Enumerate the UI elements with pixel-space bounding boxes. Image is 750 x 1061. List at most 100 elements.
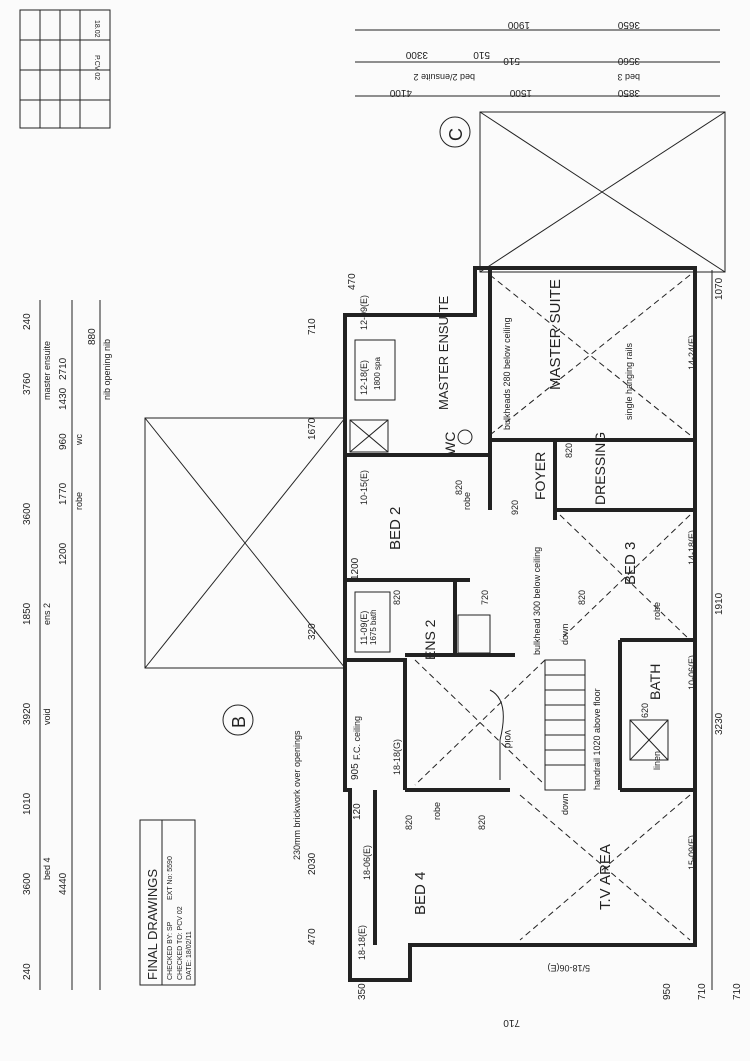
- svg-text:820: 820: [577, 590, 587, 605]
- dim-label: bed 2/ensuite 2: [413, 72, 475, 82]
- dim-text: 2710: [58, 357, 69, 380]
- dim-text: 1200: [58, 542, 69, 565]
- svg-text:B: B: [229, 716, 249, 728]
- svg-text:C: C: [446, 128, 466, 141]
- top-dimensions: 1900 3650 3300 510 510 3560 4100 1500 38…: [355, 19, 720, 98]
- svg-text:1070: 1070: [714, 277, 725, 300]
- dim-text: 240: [22, 963, 33, 980]
- revision-table: P.CV 02 18.02: [19, 9, 111, 129]
- dim-label: nib opening nib: [102, 339, 112, 400]
- svg-text:1200: 1200: [350, 557, 361, 580]
- svg-text:120: 120: [352, 803, 363, 820]
- room-bed2: BED 2: [387, 507, 404, 550]
- room-bed3: BED 3: [622, 542, 639, 585]
- room-foyer: FOYER: [532, 452, 548, 500]
- room-tv-area: T.V AREA: [597, 844, 614, 910]
- svg-text:18-18(G): 18-18(G): [392, 739, 402, 775]
- section-marker-c: C: [439, 116, 471, 148]
- dim-text: 3650: [617, 19, 640, 30]
- svg-text:15-09(E): 15-09(E): [687, 835, 697, 870]
- svg-text:620: 620: [640, 703, 650, 718]
- right-dimensions: 1070 1910 3230 950 710 710: [662, 270, 743, 1000]
- ext-no: EXT No: 5590: [167, 856, 174, 900]
- dim-text: 3760: [22, 372, 33, 395]
- svg-text:5/18-06(E): 5/18-06(E): [547, 963, 590, 973]
- checked-to: CHECKED TO: PCV 02: [177, 906, 184, 980]
- svg-text:820: 820: [477, 815, 487, 830]
- svg-text:12-18(E): 12-18(E): [359, 360, 369, 395]
- room-wc: WC: [442, 432, 458, 455]
- svg-text:710: 710: [697, 983, 708, 1000]
- note-down: down: [560, 623, 570, 645]
- svg-text:14-24(E): 14-24(E): [687, 335, 697, 370]
- svg-text:3230: 3230: [714, 712, 725, 735]
- left-dimensions: 240 3600 1010 3920 1850 3600 3760 240 44…: [22, 300, 112, 990]
- staircase: [489, 659, 586, 791]
- svg-text:10-06(E): 10-06(E): [687, 655, 697, 690]
- room-ens2: ENS 2: [422, 619, 438, 660]
- note-bulkhead-280: bulkheads 280 below ceiling: [502, 317, 512, 430]
- svg-text:950: 950: [662, 983, 673, 1000]
- wc-pan: [457, 429, 473, 445]
- checked-by: CHECKED BY: SP: [167, 921, 174, 980]
- ceiling-lines: [414, 274, 691, 941]
- svg-text:11-09(E): 11-09(E): [359, 611, 369, 645]
- dim-text: 960: [58, 433, 69, 450]
- svg-text:320: 320: [307, 623, 318, 640]
- svg-text:12-09(E): 12-09(E): [359, 295, 369, 330]
- shower-master: [349, 419, 389, 453]
- svg-text:820: 820: [392, 590, 402, 605]
- revision-cell: 18.02: [93, 20, 100, 38]
- svg-text:1675 bath: 1675 bath: [369, 609, 378, 645]
- dim-text: 4440: [58, 872, 69, 895]
- note-fc-ceiling: F.C. ceiling: [352, 716, 362, 760]
- plan-dimensions: 710 470 1670 1200 320 905 120 2030 470 3…: [307, 273, 520, 1028]
- svg-text:1670: 1670: [307, 417, 318, 440]
- svg-text:820: 820: [564, 443, 574, 458]
- svg-text:2030: 2030: [307, 852, 318, 875]
- dim-label: bed 3: [617, 72, 640, 82]
- dim-text: 880: [87, 328, 98, 345]
- note-brickwork: 230mm brickwork over openings: [292, 730, 302, 860]
- dim-text: 3600: [22, 502, 33, 525]
- room-bed4: BED 4: [412, 872, 429, 915]
- drawing-date: DATE: 18/02/11: [186, 931, 193, 980]
- room-master-ensuite: MASTER ENSUITE: [436, 296, 451, 410]
- roof-outline-left: [144, 417, 346, 669]
- dim-text: 3920: [22, 702, 33, 725]
- svg-text:710: 710: [732, 983, 743, 1000]
- svg-text:470: 470: [347, 273, 358, 290]
- svg-text:720: 720: [480, 590, 490, 605]
- dim-text: 510: [503, 55, 520, 66]
- door-widths: 820 820 720 820 920 820 820 820 620: [392, 443, 650, 830]
- shower-ens2: [457, 614, 491, 654]
- dim-text: 1430: [58, 387, 69, 410]
- dim-label: bed 4: [42, 857, 52, 880]
- dim-text: 1010: [22, 792, 33, 815]
- svg-text:710: 710: [503, 1017, 520, 1028]
- svg-text:350: 350: [357, 983, 368, 1000]
- dim-text: 1500: [509, 87, 532, 98]
- svg-text:18-06(E): 18-06(E): [362, 845, 372, 880]
- room-dressing: DRESSING: [592, 432, 608, 505]
- title-block: FINAL DRAWINGS CHECKED BY: SP CHECKED TO…: [139, 819, 196, 986]
- svg-text:18-18(E): 18-18(E): [357, 925, 367, 960]
- svg-text:820: 820: [404, 815, 414, 830]
- roof-outline-top: [479, 111, 726, 273]
- section-marker-b: B: [222, 704, 254, 736]
- plan-walls: [343, 266, 697, 982]
- dim-label: master ensuite: [42, 341, 52, 400]
- note-bulkhead-300: bulkhead 300 below ceiling: [532, 547, 542, 655]
- revision-cell: P.CV 02: [93, 55, 100, 80]
- dim-text: 1900: [507, 19, 530, 30]
- svg-text:470: 470: [307, 928, 318, 945]
- note-robe: robe: [432, 802, 442, 820]
- dim-text: 1770: [58, 482, 69, 505]
- note-down: down: [560, 793, 570, 815]
- note-handrail: handrail 1020 above floor: [592, 688, 602, 790]
- dim-label: void: [42, 708, 52, 725]
- svg-text:1800 spa: 1800 spa: [373, 357, 382, 390]
- note-robe: robe: [462, 492, 472, 510]
- room-labels: MASTER SUITE MASTER ENSUITE WC FOYER DRE…: [387, 279, 663, 915]
- svg-text:905: 905: [350, 763, 361, 780]
